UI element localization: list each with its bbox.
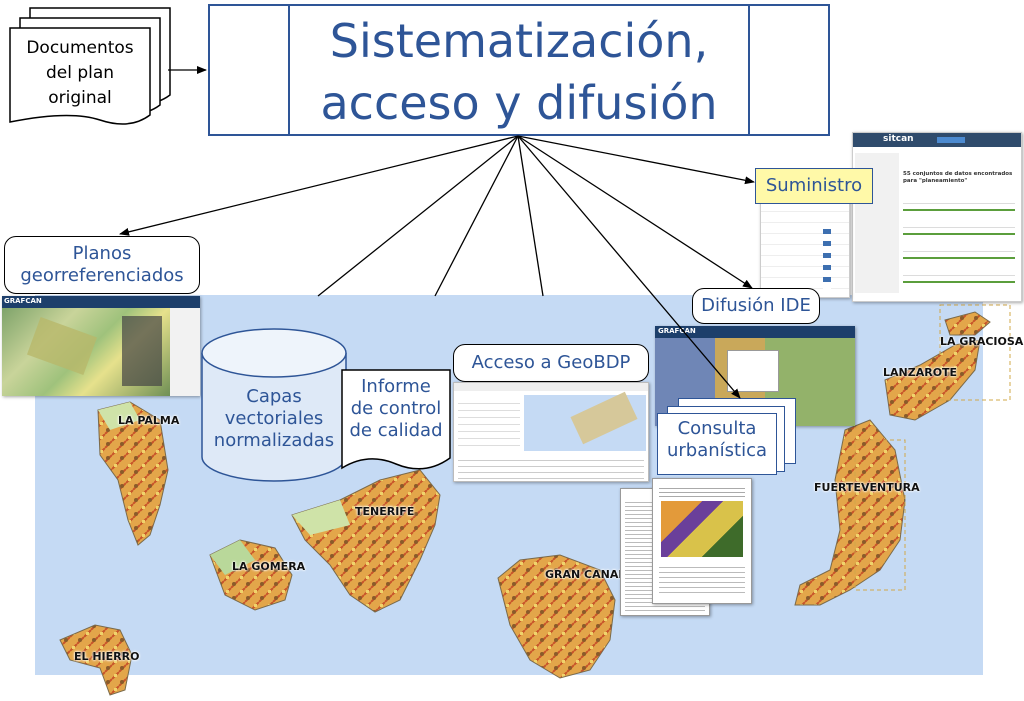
arrow-to-informe [435,136,518,296]
arrow-to-consulta [518,136,740,398]
arrow-to-planos [120,136,518,234]
arrow-to-geobdp [518,136,543,296]
